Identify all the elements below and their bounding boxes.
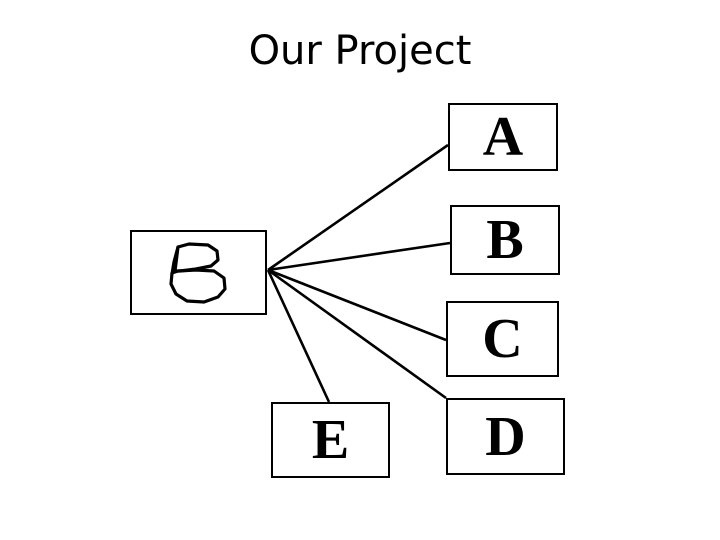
- node-label-d: D: [485, 405, 526, 468]
- node-label-a: A: [482, 106, 524, 168]
- node-label-e: E: [311, 409, 350, 471]
- edge-source-c: [267, 268, 447, 342]
- handwritten-letter-b-icon-svg: [168, 241, 227, 304]
- edge-source-e: [266, 269, 331, 403]
- node-box-b[interactable]: B: [450, 205, 560, 275]
- edge-source-b: [267, 241, 451, 272]
- edge-source-d: [267, 268, 447, 400]
- source-node-box[interactable]: B: [130, 230, 267, 315]
- node-box-d[interactable]: D: [446, 398, 565, 475]
- page-title: Our Project: [248, 28, 472, 74]
- handwritten-letter-b-icon: B: [132, 232, 265, 313]
- node-box-e[interactable]: E: [271, 402, 390, 478]
- node-box-c[interactable]: C: [446, 301, 559, 377]
- node-box-a[interactable]: A: [448, 103, 558, 171]
- node-label-b: B: [486, 209, 524, 271]
- node-label-c: C: [482, 308, 523, 370]
- edge-source-a: [267, 143, 449, 272]
